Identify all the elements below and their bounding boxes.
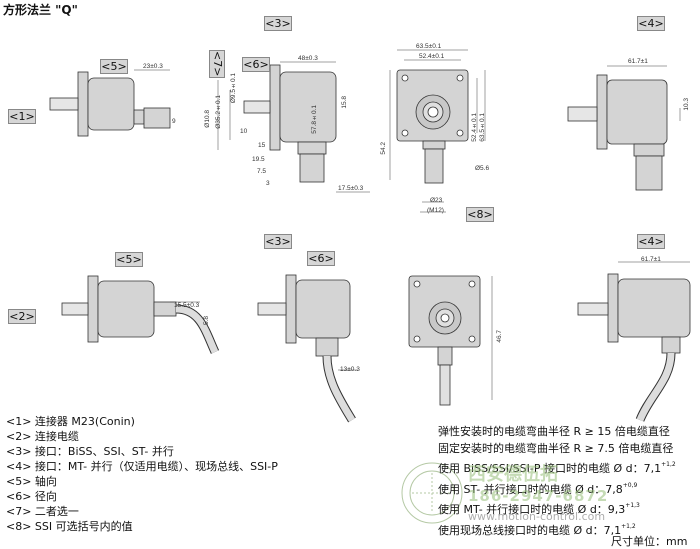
watermark-company: 西安德伍拓 <box>468 464 558 485</box>
dim-54-2: 54.2 <box>380 142 387 155</box>
note-line: 弹性安装时的电缆弯曲半径 R ≥ 15 倍电缆直径 <box>438 425 670 438</box>
note-line: 使用 MT- 并行接口时的电缆 Ø d：9,3+1,3 <box>438 502 640 516</box>
dim-46-7: 46.7 <box>496 330 503 343</box>
legend-item: <1> 连接器 M23(Conin) <box>6 415 135 428</box>
encoder-side-radial-connector <box>243 64 337 183</box>
dim-52-4-vertical: 52.4±0.1 <box>471 113 478 142</box>
watermark-logo <box>401 462 463 524</box>
view-label-6-top: <6> <box>242 57 270 72</box>
page-title: 方形法兰 "Q" <box>3 3 78 17</box>
legend-item: <3> 接口：BiSS、SSI、ST- 并行 <box>6 445 174 458</box>
row-label-2: <2> <box>8 309 36 324</box>
dim-phi9-5: Ø9.5±0.1 <box>230 73 237 104</box>
dim-63-5-vertical: 63.5±0.1 <box>479 113 486 142</box>
legend-item: <5> 轴向 <box>6 475 57 488</box>
note-line: 使用 BiSS/SSI/SSI-P 接口时的电缆 Ø d：7,1+1,2 <box>438 461 676 475</box>
dim-19-5: 19.5 <box>252 156 265 163</box>
dim-52-4: 52.4±0.1 <box>419 53 445 60</box>
encoder-side-axial-connector <box>49 71 171 137</box>
dim-10: 10 <box>240 128 248 135</box>
view-label-5-top: <5> <box>100 59 128 74</box>
legend-item: <8> SSI 可选括号内的值 <box>6 520 133 533</box>
view-label-5-bottom: <5> <box>115 252 143 267</box>
dim-15-5: 15.5±0.3 <box>174 302 200 309</box>
dim-48: 48±0.3 <box>298 55 318 62</box>
dim-phi36: Ø35.2±0.1 <box>215 95 222 129</box>
dim-7-5: 7.5 <box>257 168 267 175</box>
dim-61-7: 61.7±1 <box>628 58 648 65</box>
note-line: 使用现场总线接口时的电缆 Ø d：7,1+1,2 <box>438 522 636 537</box>
dim-5-8: 5.8 <box>203 316 210 326</box>
view-label-4-bottom: <4> <box>637 234 665 249</box>
note-line: 使用 ST- 并行接口时的电缆 Ø d：7,8+0,9 <box>438 481 638 496</box>
view-label-3-top: <3> <box>264 16 292 31</box>
dim-63-5: 63.5±0.1 <box>416 43 442 50</box>
encoder-side-cable-4 <box>577 273 691 422</box>
dim-phi10: Ø10.8 <box>204 110 211 128</box>
legend-list: <1> 连接器 M23(Conin) <2> 连接电缆 <3> 接口：BiSS、… <box>6 414 278 534</box>
unit-label: 尺寸单位：mm <box>611 535 688 548</box>
legend-item: <6> 径向 <box>6 490 57 503</box>
note-line: 固定安装时的电缆弯曲半径 R ≥ 7.5 倍电缆直径 <box>438 441 674 455</box>
encoder-front-square <box>396 69 469 184</box>
view-label-8: <8> <box>466 207 494 222</box>
view-label-3-bottom: <3> <box>264 234 292 249</box>
dim-10-3: 10.3 <box>683 98 690 111</box>
encoder-cable-radial <box>257 274 356 423</box>
view-label-4-top: <4> <box>637 16 665 31</box>
legend-item: <2> 连接电缆 <box>6 430 79 443</box>
dim-3: 3 <box>266 180 270 187</box>
dim-17-5: 17.5±0.3 <box>338 185 364 192</box>
dim-61-7-bottom: 61.7±1 <box>641 256 661 263</box>
encoder-front-cable <box>408 275 481 406</box>
legend-item: <7> 二者选一 <box>6 505 79 518</box>
watermark-phone: 186-2947-6872 <box>468 487 609 505</box>
row-label-1: <1> <box>8 109 36 124</box>
dim-23: 23±0.3 <box>143 63 163 70</box>
cable-notes: 弹性安装时的电缆弯曲半径 R ≥ 15 倍电缆直径 固定安装时的电缆弯曲半径 R… <box>438 424 676 539</box>
view-label-7: <7> <box>209 50 225 78</box>
dim-m12: (M12) <box>427 207 444 214</box>
dim-9: 9 <box>172 118 176 125</box>
encoder-cable-axial <box>61 275 220 354</box>
watermark-url: www.motion-control.com <box>468 510 606 523</box>
legend-item: <4> 接口：MT- 并行（仅适用电缆）、现场总线、SSI-P <box>6 460 278 473</box>
dim-57-8: 57.8±0.1 <box>311 105 318 134</box>
dim-phi5-6: Ø5.6 <box>475 165 490 172</box>
encoder-side-view-4 <box>567 74 668 191</box>
dim-15: 15 <box>258 142 266 149</box>
view-label-6-bottom: <6> <box>307 251 335 266</box>
dim-15-8: 15.8 <box>341 96 348 109</box>
dim-phi23: Ø23 <box>430 197 443 204</box>
dim-13: 13±0.3 <box>340 366 360 373</box>
